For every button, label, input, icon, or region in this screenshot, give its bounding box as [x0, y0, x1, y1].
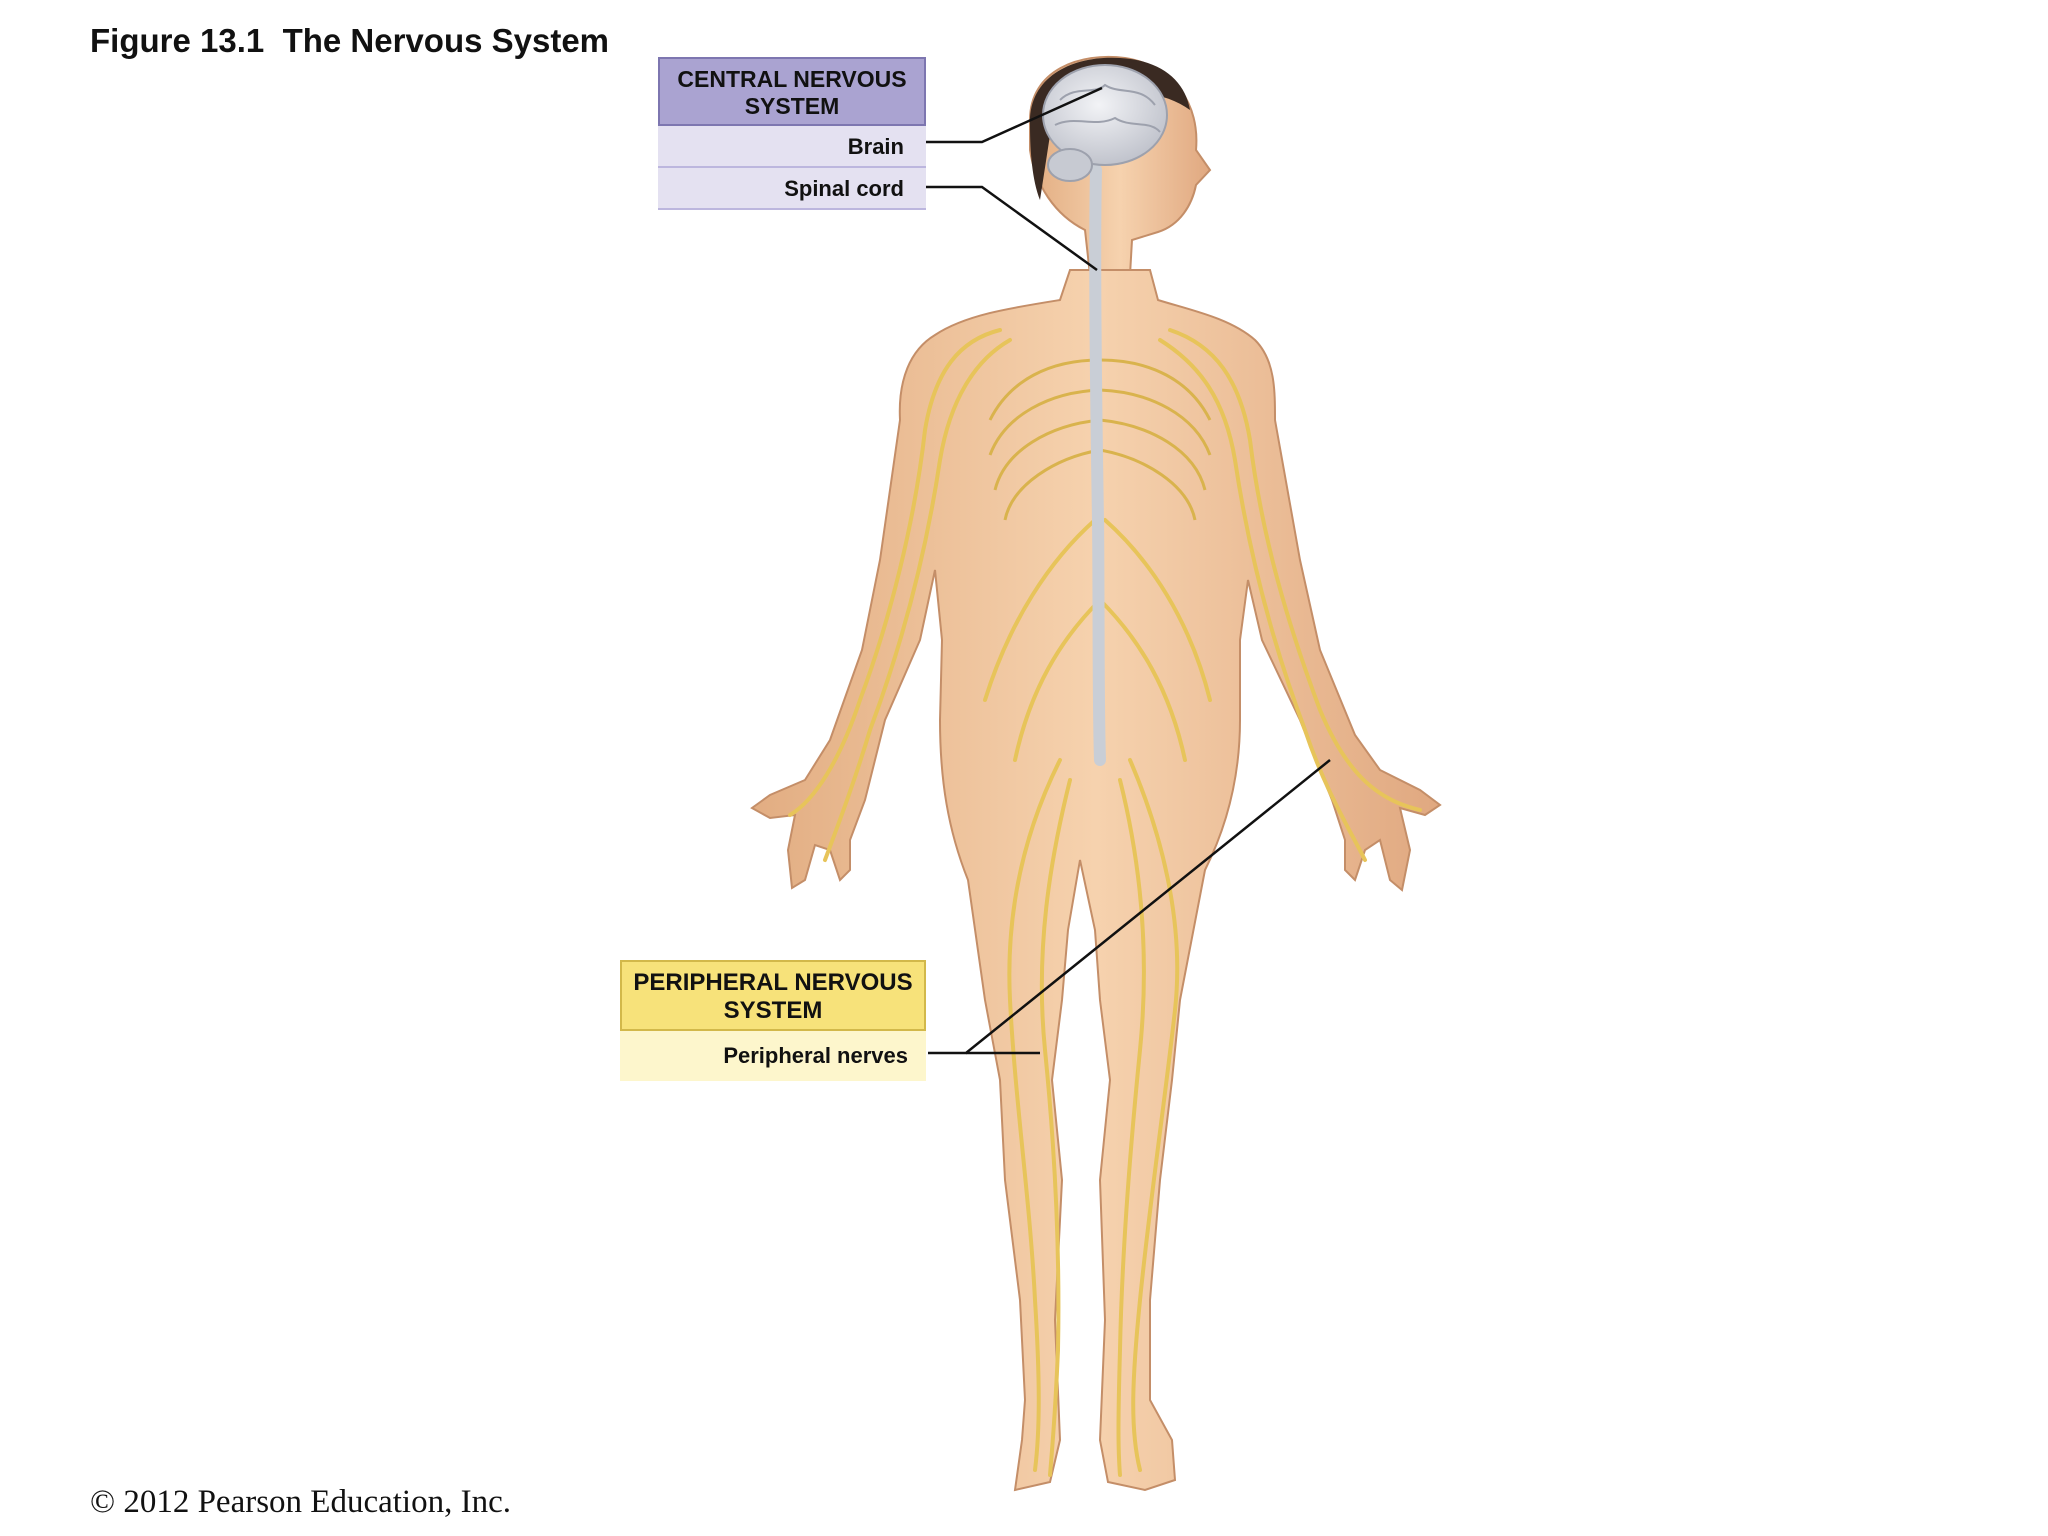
peripheral-nerves [788, 328, 1422, 1477]
cns-heading: CENTRAL NERVOUS SYSTEM [658, 57, 926, 126]
leader-lines [926, 86, 1331, 1055]
central-nervous-system-key: CENTRAL NERVOUS SYSTEM Brain Spinal cord [658, 57, 926, 210]
label-peripheral-nerves: Peripheral nerves [620, 1031, 926, 1081]
copyright-notice: © 2012 Pearson Education, Inc. [90, 1484, 511, 1520]
figure-title: Figure 13.1 The Nervous System [90, 22, 610, 59]
peripheral-nervous-system-key: PERIPHERAL NERVOUS SYSTEM Peripheral ner… [620, 960, 926, 1081]
intercostal-nerves [988, 358, 1212, 521]
spinal-cord [1089, 164, 1106, 766]
pns-heading: PERIPHERAL NERVOUS SYSTEM [620, 960, 926, 1031]
brain [1042, 64, 1168, 182]
label-brain: Brain [658, 126, 926, 168]
label-spinal-cord: Spinal cord [658, 168, 926, 210]
